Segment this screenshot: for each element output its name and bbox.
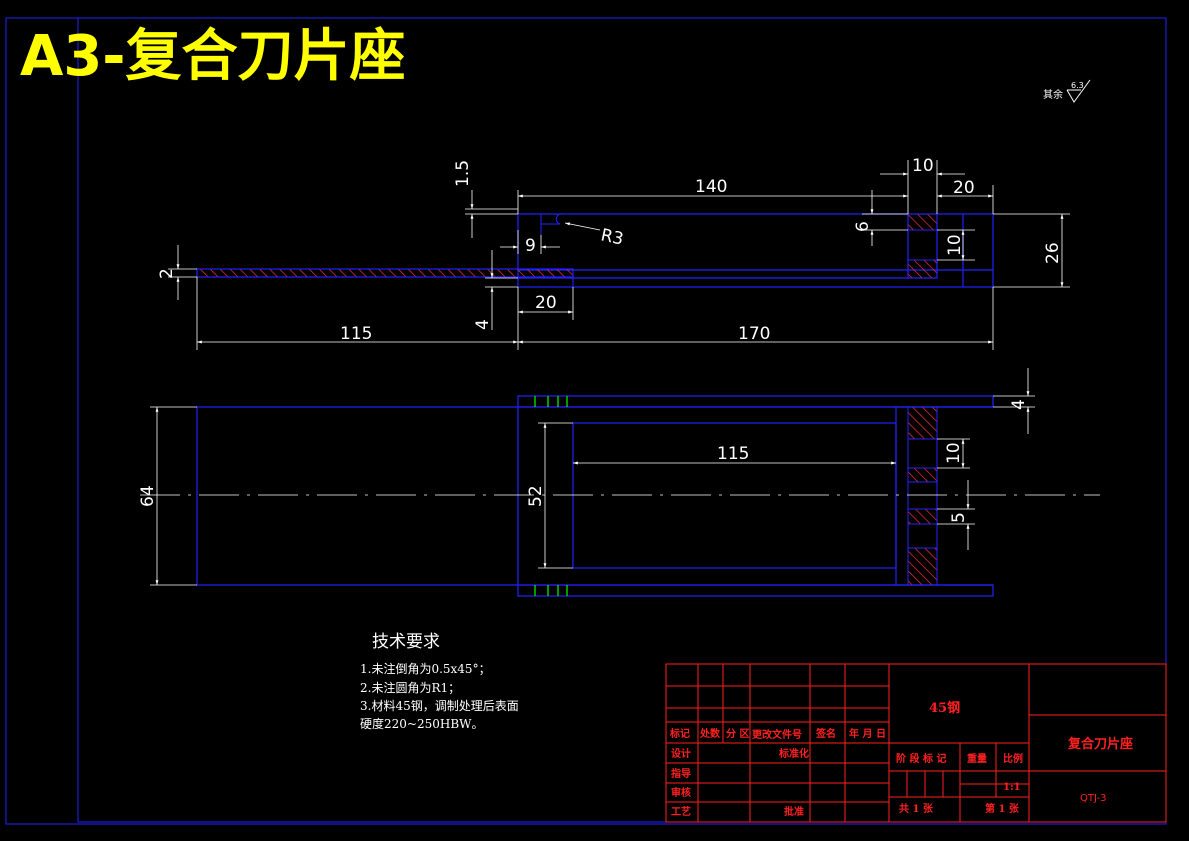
dim-20-front: 20 xyxy=(535,293,557,313)
stage-mark-label: 阶 段 标 记 xyxy=(896,752,946,765)
hdr-date: 年 月 日 xyxy=(849,727,886,740)
dim-2: 2 xyxy=(157,268,177,279)
hdr-mark: 标记 xyxy=(669,727,690,740)
top-view xyxy=(140,395,1100,597)
top-view-dimension-lines xyxy=(150,368,1035,586)
dim-1-5: 1.5 xyxy=(453,160,473,187)
dim-115-top: 115 xyxy=(717,444,749,464)
hdr-zone: 分 区 xyxy=(726,727,749,740)
inner-border xyxy=(77,17,1167,823)
dim-4-top: 4 xyxy=(1009,399,1029,410)
dim-52: 52 xyxy=(526,485,546,507)
part-name-label: 复合刀片座 xyxy=(1067,736,1133,752)
sheet-number: 第 1 张 xyxy=(985,802,1020,815)
hdr-doc: 更改文件号 xyxy=(752,728,802,741)
roughness-symbol-icon xyxy=(1066,79,1091,103)
dim-10-top: 10 xyxy=(912,156,934,176)
review-label: 审核 xyxy=(671,786,691,799)
title-block xyxy=(665,663,1167,823)
tech-requirement-line: 硬度220~250HBW。 xyxy=(360,716,483,731)
dim-r3: R3 xyxy=(599,225,625,249)
dim-10-top-view: 10 xyxy=(944,442,964,464)
front-view-dimension-lines xyxy=(168,160,1070,350)
scale-label: 比例 xyxy=(1003,752,1023,765)
tech-requirement-line: 1.未注倒角为0.5x45°； xyxy=(360,661,491,676)
tech-requirement-line: 2.未注圆角为R1； xyxy=(360,680,460,695)
surface-roughness-note: 其余 xyxy=(1043,88,1063,101)
hdr-sign: 签名 xyxy=(815,727,836,740)
roughness-value: 6.3 xyxy=(1071,81,1084,90)
dim-4-front: 4 xyxy=(473,319,493,330)
total-sheets: 共 1 张 xyxy=(899,802,934,815)
dim-6: 6 xyxy=(853,221,873,232)
drawing-number: QTJ-3 xyxy=(1080,793,1107,804)
dim-115-front: 115 xyxy=(340,324,372,344)
dim-9: 9 xyxy=(525,236,536,256)
outer-border xyxy=(5,17,1167,825)
dim-26: 26 xyxy=(1043,242,1063,264)
dim-10-side: 10 xyxy=(945,234,965,256)
dim-5: 5 xyxy=(949,512,969,523)
scale-value: 1:1 xyxy=(1003,782,1021,793)
dim-140: 140 xyxy=(695,177,727,197)
standardize-label: 标准化 xyxy=(778,747,809,760)
design-label: 设计 xyxy=(671,747,691,760)
material-label: 45钢 xyxy=(929,700,960,716)
dim-170: 170 xyxy=(738,324,770,344)
tech-requirement-line: 3.材料45钢，调制处理后表面 xyxy=(360,699,519,713)
hdr-count: 处数 xyxy=(699,727,721,740)
approve-label: 批准 xyxy=(784,805,804,818)
tech-requirements-heading: 技术要求 xyxy=(372,632,440,652)
dim-64: 64 xyxy=(138,485,158,507)
sheet-title: A3-复合刀片座 xyxy=(20,24,406,89)
process-label: 工艺 xyxy=(671,805,691,818)
front-view xyxy=(196,213,994,288)
weight-label: 重量 xyxy=(967,752,987,765)
draw-label: 指导 xyxy=(671,767,691,780)
dim-20-top: 20 xyxy=(953,178,975,198)
